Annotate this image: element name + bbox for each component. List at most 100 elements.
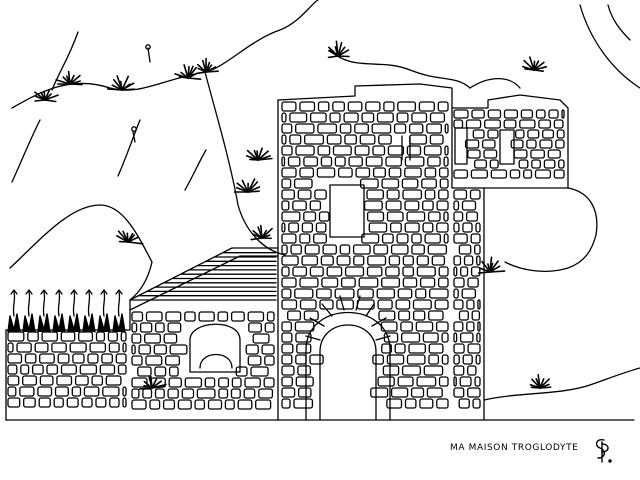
stone-block	[453, 299, 464, 310]
stone-block	[393, 123, 407, 134]
stone-block	[194, 399, 206, 410]
stone-block	[74, 375, 89, 386]
stone-block	[361, 112, 375, 123]
stone-block	[303, 156, 319, 167]
stone-block	[37, 386, 53, 397]
stone-block	[168, 377, 182, 388]
grass-tuft	[138, 375, 167, 390]
stone-block	[443, 156, 449, 167]
stone-block	[165, 355, 181, 366]
stone-block	[258, 388, 274, 399]
stone-block	[120, 331, 127, 342]
stone-block	[408, 123, 424, 134]
stone-block	[487, 129, 499, 139]
stone-block	[385, 156, 403, 167]
stone-block	[207, 399, 223, 410]
stone-block	[89, 342, 107, 353]
stone-block	[309, 354, 324, 365]
stone-block	[561, 109, 565, 119]
stone-block	[438, 167, 449, 178]
stone-block	[154, 388, 165, 399]
stone-block	[91, 375, 104, 386]
stone-block	[243, 388, 256, 399]
stone-block	[41, 331, 58, 342]
stone-block	[230, 311, 245, 322]
stone-block	[281, 200, 290, 211]
stone-block	[131, 399, 147, 410]
stone-block	[404, 222, 420, 233]
stone-block	[363, 200, 383, 211]
stone-block	[475, 354, 481, 365]
leaf-cluster	[97, 313, 111, 333]
stone-block	[401, 365, 421, 376]
stone-block	[422, 222, 434, 233]
stone-block	[320, 156, 333, 167]
stone-block	[406, 145, 422, 156]
flower-head	[55, 289, 63, 295]
stone-block	[381, 233, 394, 244]
stone-block	[304, 244, 320, 255]
stone-block	[297, 365, 312, 376]
stone-block	[31, 364, 44, 375]
stone-block	[397, 101, 417, 112]
stone-block	[81, 397, 93, 408]
stone-block	[372, 167, 386, 178]
stone-block	[263, 377, 275, 388]
stone-block	[477, 321, 481, 332]
stone-block	[255, 399, 272, 410]
stone-block	[416, 255, 429, 266]
stone-block	[340, 277, 356, 288]
stone-block	[7, 386, 17, 397]
stone-block	[329, 112, 341, 123]
stone-block	[321, 277, 339, 288]
stone-block	[510, 139, 524, 149]
stone-block	[434, 299, 449, 310]
stone-block	[383, 332, 399, 343]
stone-block	[218, 377, 230, 388]
stone-block	[426, 387, 443, 398]
stone-block	[404, 398, 417, 409]
flower-stem	[42, 291, 46, 317]
stone-block	[503, 109, 519, 119]
stone-block	[459, 332, 474, 343]
stone-block	[281, 387, 296, 398]
stone-block	[411, 233, 422, 244]
stone-block	[359, 134, 376, 145]
stone-block	[198, 311, 215, 322]
stone-block	[339, 244, 351, 255]
stone-block	[460, 266, 469, 277]
stone-block	[244, 377, 261, 388]
stone-block	[412, 299, 432, 310]
stone-block	[453, 376, 457, 387]
stone-block	[453, 211, 464, 222]
stone-block	[444, 145, 449, 156]
stone-block	[317, 101, 330, 112]
stone-block	[503, 119, 517, 129]
stone-block	[264, 355, 275, 366]
stone-block	[462, 354, 473, 365]
flower-stem	[117, 291, 121, 317]
stone-block	[383, 101, 395, 112]
stone-block	[115, 353, 127, 364]
stone-block	[361, 233, 380, 244]
stone-block	[167, 388, 179, 399]
stone-block	[261, 344, 275, 355]
stone-block	[281, 123, 293, 134]
flower-head	[115, 289, 123, 295]
stone-block	[316, 167, 336, 178]
stone-block	[470, 169, 488, 179]
grass-tuft	[233, 178, 261, 193]
stone-block	[299, 299, 317, 310]
stone-block	[281, 365, 295, 376]
stone-block	[309, 200, 322, 211]
stone-block	[281, 178, 292, 189]
flower-box	[7, 289, 126, 333]
stone-block	[380, 321, 398, 332]
flower-stem	[57, 291, 61, 317]
stone-block	[419, 277, 436, 288]
stone-block	[466, 299, 475, 310]
stone-block	[470, 266, 481, 277]
stone-block	[56, 375, 73, 386]
leaf-cluster	[22, 313, 36, 333]
stone-block	[402, 266, 415, 277]
